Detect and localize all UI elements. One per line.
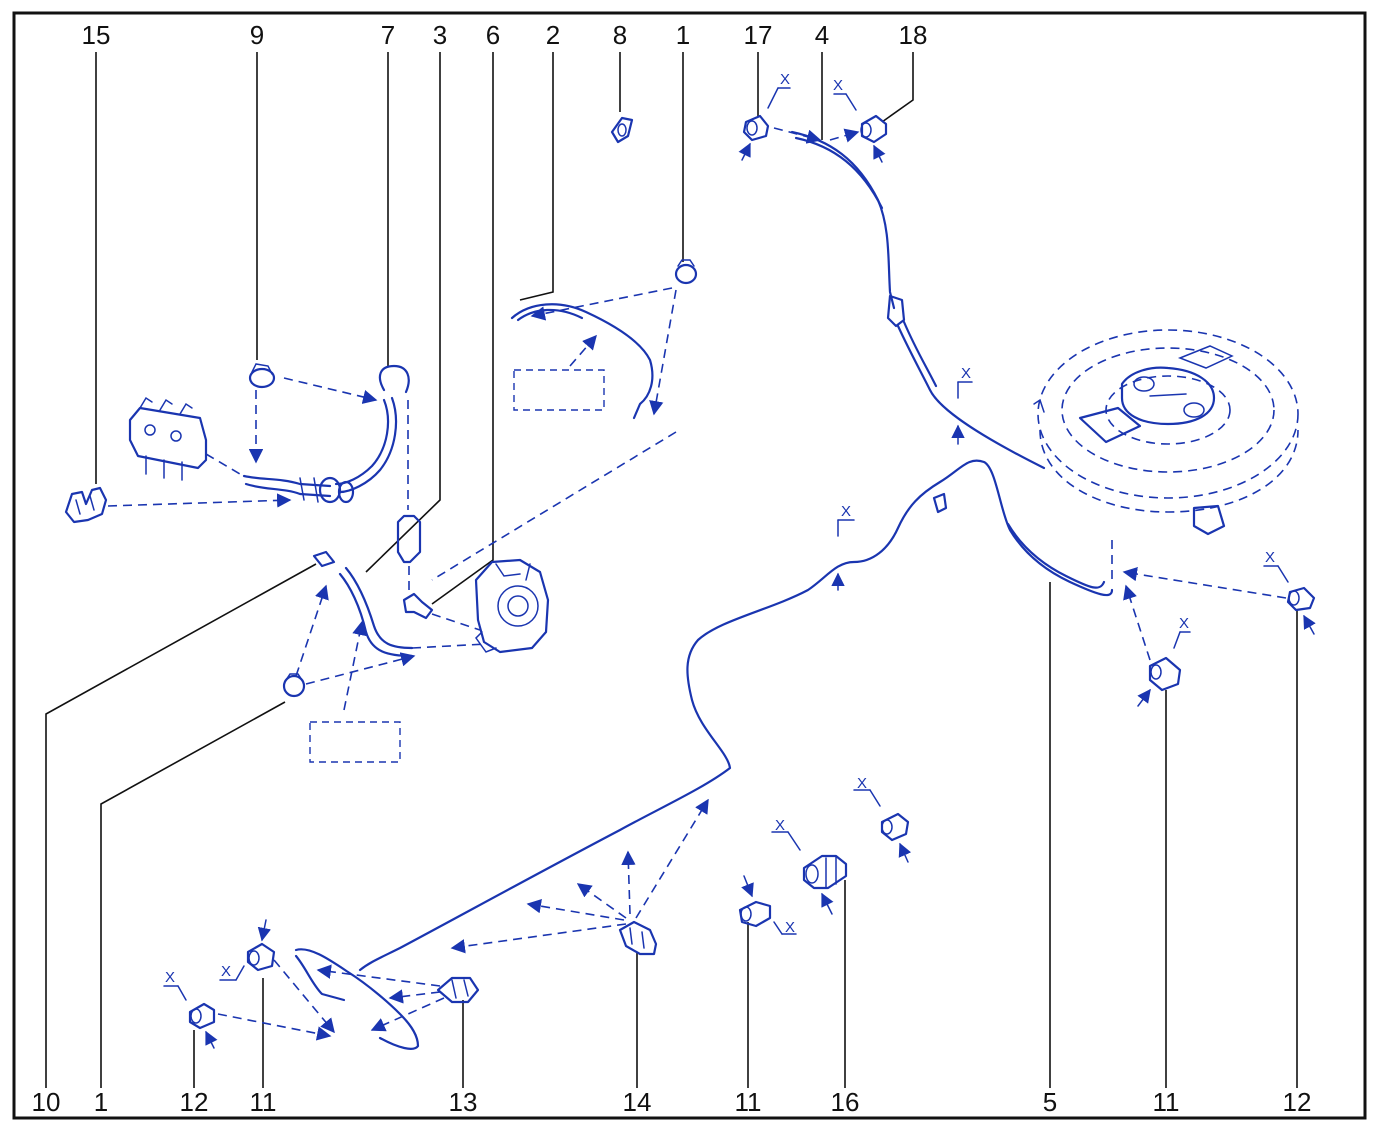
dim-x-11bl: X [221,963,231,980]
part-6-elbow [402,592,481,631]
leader-lines [45,52,1298,1088]
part-8-grommet [610,116,634,144]
dim-x-12r: X [1265,549,1275,566]
toroidal-gas-tank [1033,329,1299,536]
part-17-fitting: X [738,71,791,161]
callout-bottom-10: 10 [32,1087,61,1117]
callout-top-15: 15 [82,20,111,50]
callout-bottom-11c: 11 [1153,1087,1180,1117]
callout-bottom-16: 16 [831,1087,860,1117]
part-16-union: X [771,817,848,915]
dim-x-18: X [833,77,843,94]
part-4-pipe [773,127,1046,470]
part-3-pipe [312,550,487,658]
part-9-clamp [248,363,378,464]
callout-bottom-1: 1 [94,1087,108,1117]
part-18-fitting: X [833,77,888,163]
callout-bottom-11a: 11 [250,1087,277,1117]
callout-top-18: 18 [899,20,928,50]
callout-top-4: 4 [815,20,829,50]
part-14-bracket [450,798,709,956]
dim-x-11r: X [1179,615,1189,632]
dim-x-cap: X [857,775,867,792]
filter [396,514,422,590]
part-2-pipe [431,287,677,581]
callout-top-6: 6 [486,20,500,50]
callout-bottom-14: 14 [623,1087,652,1117]
part-13-clip [316,964,480,1032]
part-11-fitting-right: X [1123,584,1191,707]
dim-x-17: X [780,71,790,88]
bottom-callouts: 10 1 12 11 13 14 11 16 5 11 12 [32,1087,1312,1117]
callout-bottom-5: 5 [1043,1087,1057,1117]
dim-x-12bl: X [165,969,175,986]
dim-x-pipe5-label: X [841,503,851,520]
vaporizer-reducer [474,558,550,654]
callout-bottom-12b: 12 [1283,1087,1312,1117]
callout-top-7: 7 [381,20,395,50]
callout-top-17: 17 [744,20,773,50]
part-5-long-pipe [294,459,1114,1050]
callout-bottom-11b: 11 [735,1087,762,1117]
part-1-clamp-lower [282,584,416,763]
part-15-clip [64,486,292,524]
dim-x-16: X [775,817,785,834]
dim-x-pipe-5: X [831,503,855,591]
part-7-hose [242,364,410,510]
part-11-fitting-bottom-left: X [219,919,335,1034]
part-12-fitting-bottom-left: X [163,969,332,1049]
dim-x-11c: X [785,919,795,936]
top-callouts: 15 9 7 3 6 2 8 1 17 4 18 [82,20,928,50]
diagram-frame [12,11,1367,1120]
part-1-clamp-top [674,259,698,285]
callout-top-2: 2 [546,20,560,50]
dim-x-pipe4-label: X [961,365,971,382]
callout-bottom-12a: 12 [180,1087,209,1117]
callout-top-3: 3 [433,20,447,50]
callout-bottom-13: 13 [449,1087,478,1117]
part-11-fitting-center: X [738,875,797,936]
injector-rail [128,396,241,481]
part-12-fitting-right: X [1122,549,1316,635]
part-18-loose-cap: X [853,775,912,863]
callout-top-1: 1 [676,20,690,50]
callout-top-9: 9 [250,20,264,50]
dim-x-pipe-4: X [951,365,973,445]
callout-top-8: 8 [613,20,627,50]
